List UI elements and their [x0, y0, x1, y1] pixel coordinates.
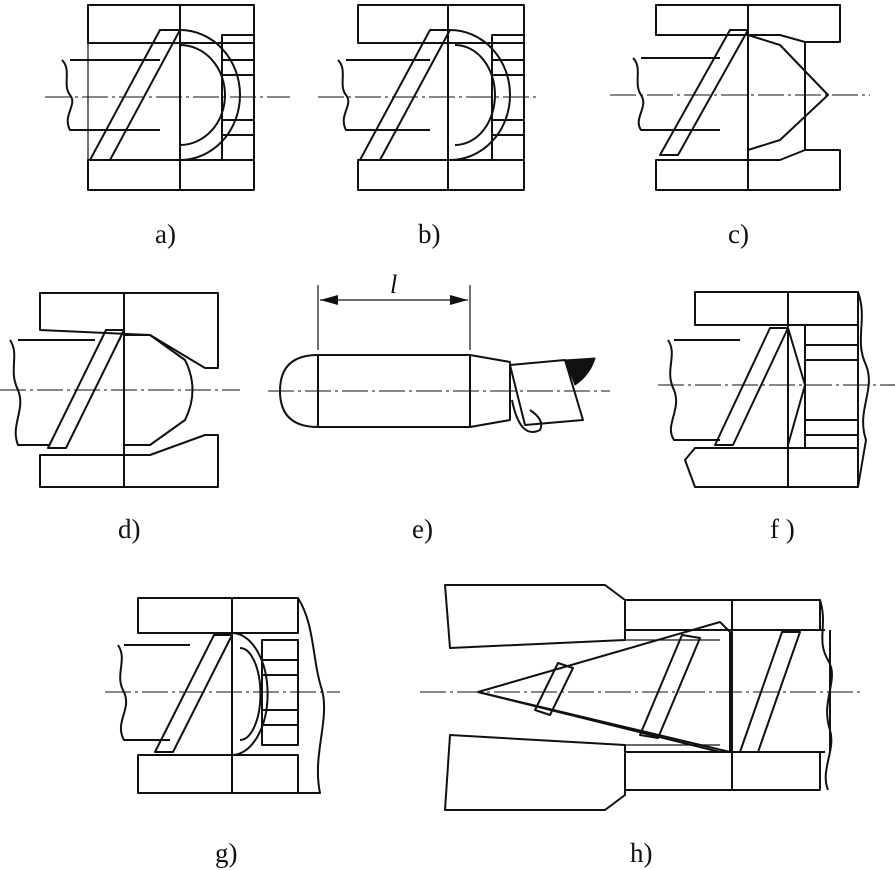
- cutter-insert: [714, 327, 789, 446]
- reamer-head: [179, 29, 241, 161]
- tool-neck: [509, 359, 584, 426]
- lower-wall: [655, 149, 841, 191]
- lower-wall: [87, 159, 255, 191]
- diagram-g: g): [105, 597, 340, 868]
- upper-wall: [87, 4, 255, 44]
- cutter-insert: [47, 329, 125, 449]
- diagram-b: b): [318, 4, 540, 249]
- upper-wall: [39, 292, 219, 369]
- cutter-insert-2: [739, 631, 801, 753]
- diagram-h: h): [420, 584, 860, 868]
- cutter-insert: [659, 29, 749, 156]
- caption-b: b): [418, 219, 441, 249]
- dimension-label: l: [390, 270, 397, 299]
- carbide-tip: [564, 357, 596, 386]
- lower-wall-right: [624, 751, 821, 791]
- caption-e: e): [412, 514, 433, 544]
- tool-bar: [667, 339, 720, 441]
- conical-head: [787, 327, 806, 446]
- conical-head: [747, 34, 829, 151]
- diagram-a: a): [45, 4, 290, 249]
- cutter-insert-1: [639, 634, 701, 739]
- tool-shank: [279, 354, 511, 428]
- caption-d: d): [118, 514, 141, 544]
- upper-wall: [694, 291, 859, 326]
- diagram-c: c): [610, 4, 870, 249]
- lower-wall: [39, 434, 219, 488]
- lower-wall: [684, 447, 859, 488]
- upper-wall: [357, 4, 525, 44]
- diagram-e: l e): [268, 270, 610, 544]
- tool-bar: [337, 59, 430, 131]
- tool-bar: [9, 339, 50, 446]
- caption-c: c): [728, 219, 749, 249]
- lower-wall-left: [444, 734, 626, 811]
- cutter-insert: [89, 29, 181, 161]
- upper-wall-left: [444, 584, 626, 649]
- spacer-block: [534, 662, 574, 716]
- diagram-d: d): [0, 292, 240, 544]
- upper-wall: [137, 597, 299, 634]
- tool-bar: [632, 57, 720, 131]
- diagram-f: f ): [658, 291, 895, 544]
- reamer-head: [231, 632, 269, 756]
- caption-f: f ): [770, 514, 795, 544]
- reamer-head: [449, 29, 511, 161]
- cutter-insert: [154, 634, 233, 753]
- lower-wall: [137, 754, 299, 794]
- caption-a: a): [155, 219, 176, 249]
- cutter-insert: [359, 29, 451, 161]
- lower-wall: [357, 159, 525, 191]
- caption-h: h): [630, 838, 653, 868]
- tool-bar: [61, 59, 160, 131]
- chip-breaker-rings: [804, 324, 859, 449]
- caption-g: g): [215, 838, 238, 868]
